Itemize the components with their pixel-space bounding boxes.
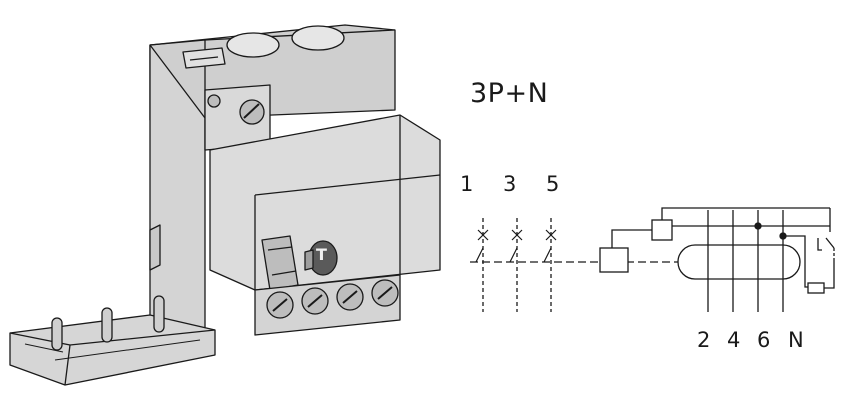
lower-screws: [254, 274, 401, 336]
busbar-pins: [51, 295, 165, 351]
terminal-top-5: 5: [546, 172, 560, 196]
top-slot-2: [291, 25, 345, 51]
terminal-bottom-n: N: [788, 328, 804, 352]
terminal-top-3: 3: [503, 172, 517, 196]
toroid-transformer-icon: [677, 244, 801, 280]
terminal-bottom-2: 2: [697, 328, 711, 352]
config-title: 3P+N: [470, 78, 549, 109]
relay-coil-icon: [599, 247, 629, 273]
terminal-top-1: 1: [460, 172, 474, 196]
sensing-box-icon: [651, 219, 673, 241]
terminal-bottom-6: 6: [757, 328, 771, 352]
terminal-bottom-4: 4: [727, 328, 741, 352]
test-resistor-icon: [807, 282, 825, 294]
contact-marks: [475, 229, 557, 263]
test-button-label: T: [316, 245, 327, 264]
top-slot-1: [226, 32, 280, 58]
